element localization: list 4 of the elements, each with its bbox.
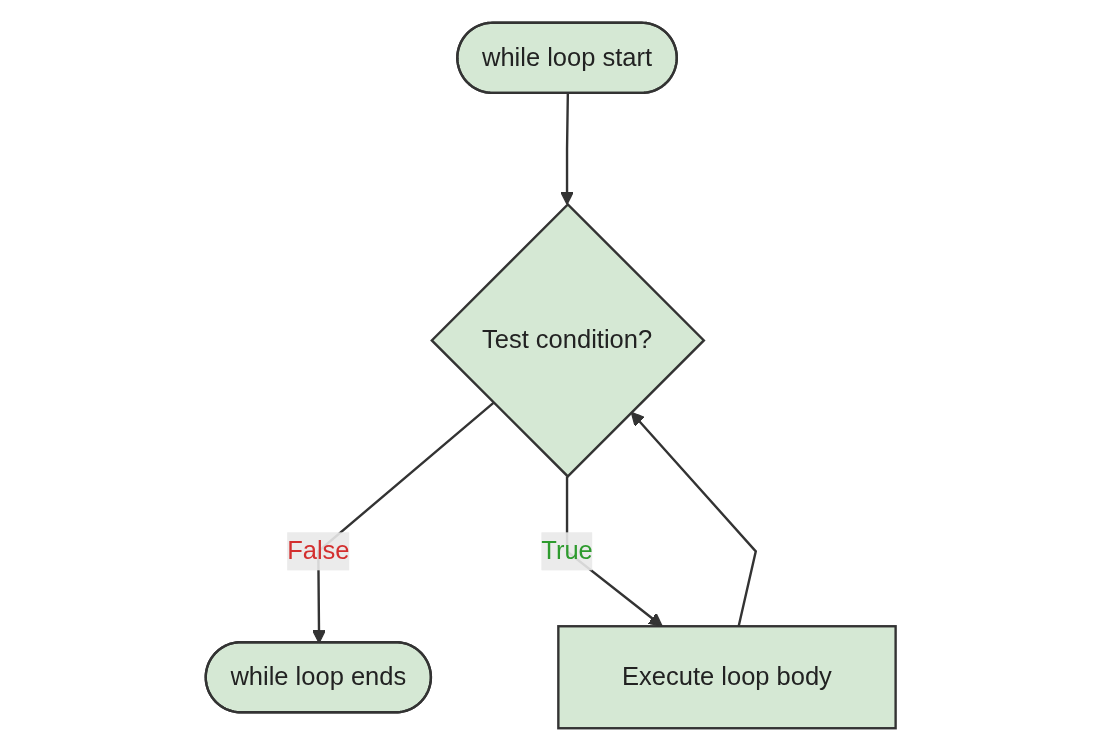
arrow <box>630 411 758 627</box>
node-diamond: Test condition? <box>430 202 706 479</box>
node-box: Execute loop body <box>557 625 898 730</box>
arrow <box>560 93 575 206</box>
